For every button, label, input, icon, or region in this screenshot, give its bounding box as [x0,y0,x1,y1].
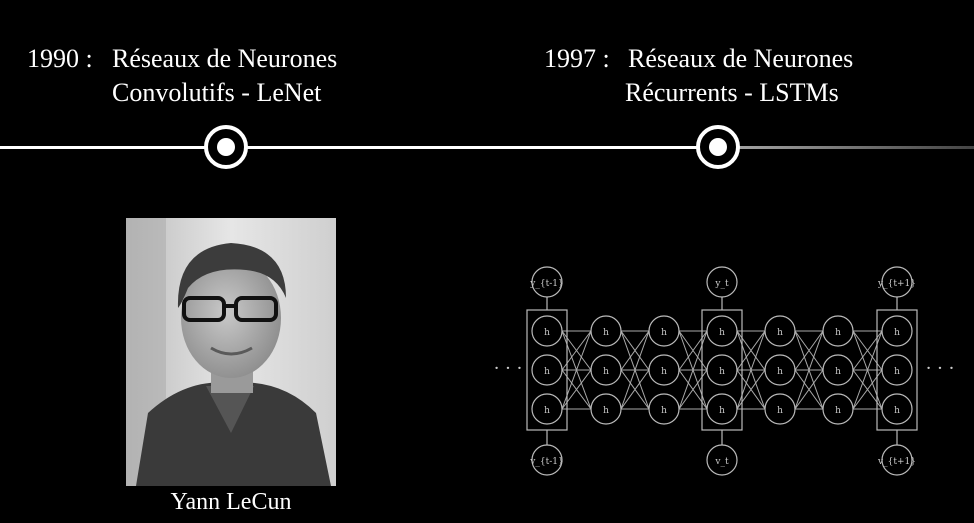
neuron [764,354,796,386]
neuron-label: h [835,406,841,416]
neuron [706,393,738,425]
timeline-line-fade [720,146,974,149]
event-1990-title-line2: Convolutifs - LeNet [112,78,322,107]
neuron [590,393,622,425]
neuron-label: h [835,367,841,377]
neuron-label: h [603,406,609,416]
input-label: v_{t+1} [877,457,916,467]
neuron-label: h [777,367,783,377]
neuron [822,393,854,425]
neuron [648,315,680,347]
connection-line [620,369,650,410]
portrait-photo [126,218,336,486]
neuron-label: h [661,406,667,416]
event-1990-year: 1990 : [27,44,93,73]
connection-line [620,330,650,410]
neuron-label: h [777,328,783,338]
neuron [881,393,913,425]
neuron-label: h [603,367,609,377]
neuron [881,354,913,386]
neuron-label: h [544,367,550,377]
neuron [648,354,680,386]
output-label: y_{t+1} [877,279,916,289]
neuron [822,315,854,347]
neuron-label: h [835,328,841,338]
neuron [531,315,563,347]
neuron-label: h [894,367,900,377]
output-label: y_t [714,279,729,289]
marker-dot [217,138,235,156]
event-1997-title-line2: Récurrents - LSTMs [625,78,839,107]
neuron [531,393,563,425]
neuron [764,315,796,347]
neuron [881,315,913,347]
neuron-label: h [603,328,609,338]
neuron [590,354,622,386]
neuron [706,315,738,347]
neuron-label: h [777,406,783,416]
neuron-label: h [661,328,667,338]
neuron-label: h [719,367,725,377]
neuron-label: h [661,367,667,377]
neuron-label: h [719,328,725,338]
marker-dot [709,138,727,156]
neuron [590,315,622,347]
ellipsis-left: · · · [494,358,523,379]
connection-line [620,330,650,371]
event-1997-title-line1: Réseaux de Neurones [628,44,854,73]
connection-line [794,330,824,410]
neuron-label: h [894,328,900,338]
connection-line [794,330,824,371]
neuron-label: h [894,406,900,416]
neuron [531,354,563,386]
neuron [764,393,796,425]
neuron [822,354,854,386]
output-label: y_{t-1} [529,279,563,289]
connection-line [794,369,824,410]
timeline-marker-1990[interactable] [204,125,248,169]
neuron-label: h [544,328,550,338]
timeline-marker-1997[interactable] [696,125,740,169]
event-1990-title-line1: Réseaux de Neurones [112,44,338,73]
neuron-label: h [544,406,550,416]
timeline-line [0,146,720,149]
portrait-caption: Yann LeCun [170,489,292,515]
ellipsis-right: · · · [926,358,955,379]
lstm-diagram: h h h h h h h h h h h h h h h h h h h h h y_{t-1} v_{t-1} y_t v_… [494,266,955,476]
neuron [706,354,738,386]
input-label: v_{t-1} [529,457,563,467]
neuron [648,393,680,425]
input-label: v_t [714,457,729,467]
event-1997-year: 1997 : [544,44,610,73]
neuron-label: h [719,406,725,416]
